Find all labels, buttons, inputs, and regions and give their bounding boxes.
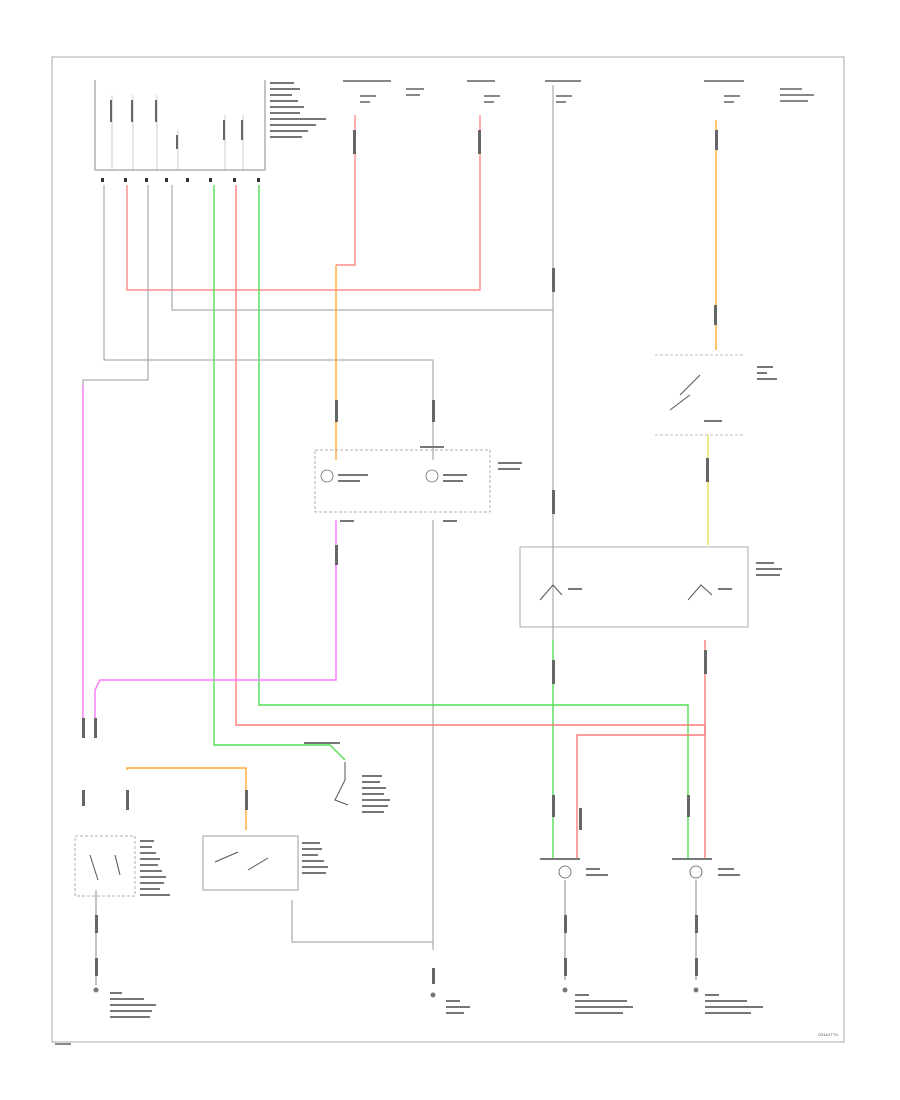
- drl-module: [519, 546, 782, 628]
- magenta-wire: [82, 385, 337, 730]
- right-headlamp: [672, 858, 740, 879]
- footer-code: G31A1TTX: [818, 1032, 838, 1037]
- check-lamp-icon: [425, 469, 439, 483]
- ground-label-right: [693, 987, 763, 1014]
- pink-wire: [126, 115, 481, 291]
- top-connector-block: [94, 80, 326, 182]
- fuse-hot-at-all-times-1: [545, 80, 581, 103]
- ground-label-left: [93, 987, 156, 1018]
- green-wire: [213, 185, 689, 860]
- ground-label-center: [430, 992, 470, 1014]
- fuse-battery-saver: [343, 80, 424, 103]
- left-headlamp: [540, 858, 608, 879]
- orange-wire: [126, 120, 717, 830]
- brake-fluid-switch: [304, 742, 390, 813]
- brake-warning-lamp-icon: [320, 469, 334, 483]
- corner-mark: [55, 1043, 71, 1045]
- headlamp-switch: [202, 835, 328, 891]
- diagram-frame: [51, 56, 845, 1043]
- gray-wire: [82, 85, 554, 950]
- relay-switch-top: [655, 354, 777, 436]
- red-wire: [235, 185, 706, 860]
- ground-legs: [95, 880, 697, 985]
- ground-label-mid-right: [562, 987, 633, 1014]
- parking-brake-switch: [74, 835, 170, 897]
- fuse-hot-in-run: [467, 80, 500, 103]
- fuse-hot-at-all-times-2: [704, 80, 814, 103]
- instrument-cluster: [314, 446, 522, 522]
